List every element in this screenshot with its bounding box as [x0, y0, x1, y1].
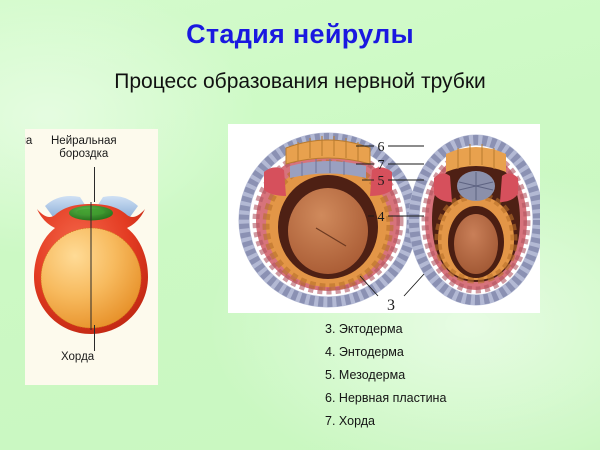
neural-tube-cells: [457, 144, 495, 169]
callout-number-5: 5: [378, 174, 385, 189]
page-title: Стадия нейрулы: [186, 19, 414, 49]
legend-item-6: 6. Нервная пластина: [325, 387, 565, 410]
embryo-stage-one: [238, 132, 418, 308]
neural-tube-formation-diagram: 6 7 5 4 3: [238, 132, 540, 313]
callout-number-3: 3: [387, 297, 395, 313]
mesoderm-patch-right-2: [500, 173, 518, 202]
neural-plate-cells: [297, 136, 359, 161]
neurula-cross-section-diagram: [34, 196, 148, 334]
embryo-stage-two: [408, 134, 540, 306]
notochord-cells-2: [458, 172, 494, 200]
neural-groove-line-2: бороздка: [59, 148, 109, 160]
mesoderm-patch-left-2: [434, 173, 452, 202]
legend-label-6: Нервная пластина: [338, 391, 447, 405]
yolk-detail-line: [315, 227, 347, 247]
yolk-mass-2: [454, 214, 498, 274]
callout-number-6: 6: [378, 140, 385, 155]
left-figure-panel: ма Нейральная бороздка: [25, 129, 158, 385]
endoderm-cell-divisions-2: [434, 192, 518, 284]
callout-number-7: 7: [378, 158, 385, 173]
left-label-notochord: Хорда: [61, 351, 95, 363]
legend-label-3: Эктодерма: [338, 322, 403, 336]
legend-number-6: 6.: [325, 391, 336, 405]
legend-number-3: 3.: [325, 322, 336, 336]
legend-number-5: 5.: [325, 368, 336, 382]
neural-tube-band: [446, 147, 506, 172]
callout-number-4: 4: [378, 210, 385, 225]
ectoderm-cell-divisions-2: [409, 135, 540, 305]
neural-plate-band: [286, 140, 370, 164]
callout-leader-lines: [356, 145, 425, 297]
legend-label-5: Мезодерма: [338, 368, 406, 382]
left-label-ectoderm-fragment: ма: [25, 135, 33, 147]
notochord-cells: [301, 159, 345, 176]
legend-item-7: 7. Хорда: [325, 410, 565, 433]
right-figure-panel: 6 7 5 4 3: [228, 124, 540, 313]
legend-item-5: 5. Мезодерма: [325, 364, 565, 387]
legend-number-4: 4.: [325, 345, 336, 359]
ectoderm-flap-right: [96, 196, 138, 217]
neural-groove-line-1: Нейральная: [51, 135, 117, 147]
legend-item-4: 4. Энтодерма: [325, 341, 565, 364]
ectoderm-flap-left: [45, 196, 87, 217]
left-label-neural-groove: Нейральная бороздка: [51, 135, 117, 161]
mesoderm-patch-right: [370, 167, 392, 196]
yolk-mass: [288, 188, 368, 274]
legend-label-7: Хорда: [338, 414, 375, 428]
page-subtitle: Процесс образования нервной трубки: [114, 70, 486, 93]
legend-item-3: 3. Эктодерма: [325, 318, 565, 341]
leader-line-notochord: [94, 325, 95, 351]
legend-label-4: Энтодерма: [338, 345, 404, 359]
legend: 3. Эктодерма 4. Энтодерма 5. Мезодерма 6…: [325, 318, 565, 433]
mesoderm-patch-left: [264, 167, 286, 196]
callout-number-group: 6 7 5 4 3: [378, 140, 396, 313]
ectoderm-flap-group: [45, 196, 138, 217]
legend-number-7: 7.: [325, 414, 336, 428]
leader-line-neural-groove: [94, 167, 95, 202]
notochord-band: [290, 161, 366, 178]
